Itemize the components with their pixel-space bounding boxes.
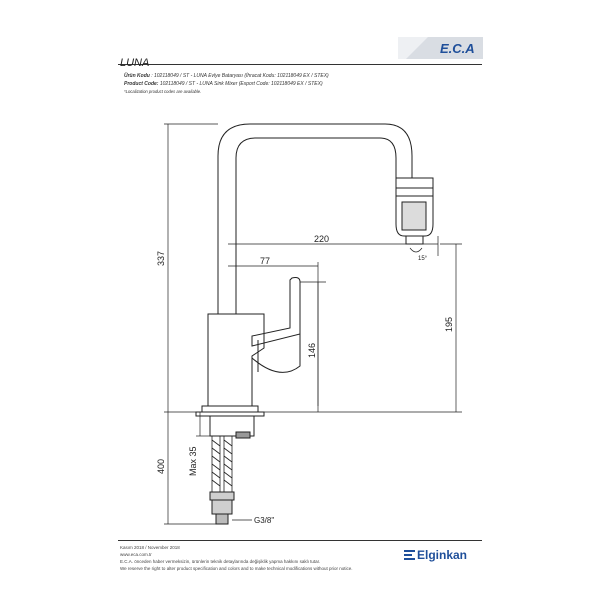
dim-label-195: 195: [444, 317, 454, 332]
dim-label-thread: G3/8": [254, 516, 274, 525]
elginkan-logo: Elginkan: [404, 548, 467, 562]
hose-fitting: [211, 499, 233, 515]
dim-label-146: 146: [307, 343, 317, 358]
footer-tr-note: E.C.A. önceden haber vermeksizin, ürünle…: [120, 559, 321, 564]
dim-label-77: 77: [260, 256, 270, 266]
dim-195: [326, 243, 462, 413]
logo-text: E.C.A: [440, 41, 475, 56]
info-value-tr: : 102118049 / ST - LUNA Evlye Bataryası …: [151, 73, 329, 79]
spray-head: [395, 177, 434, 237]
dim-label-220: 220: [314, 234, 329, 244]
dim-400: [164, 412, 216, 525]
base-plate: [201, 405, 259, 413]
dim-146: [264, 281, 326, 413]
footer-date: Kasım 2018 / November 2018: [120, 545, 180, 550]
info-note: *Localization product codes are availabl…: [124, 89, 202, 94]
technical-drawing: 337 400 Max 35 220 77 146 195 15° G3/8": [156, 123, 462, 525]
lever: [251, 277, 301, 347]
hose-nut: [209, 491, 235, 501]
mixer-body: [207, 313, 265, 407]
angle-arc: [409, 247, 423, 253]
dim-label-400: 400: [156, 459, 166, 474]
flexible-hoses: [211, 435, 233, 493]
dim-337: [164, 123, 218, 413]
info-value-en: 102118049 / ST - LUNA Sink Mixer (Export…: [159, 81, 323, 87]
info-line-tr: Ürün Kodu : 102118049 / ST - LUNA Evlye …: [124, 73, 329, 79]
product-title: LUNA: [120, 57, 150, 69]
dim-label-angle: 15°: [418, 256, 428, 262]
elginkan-mark-icon: [404, 550, 415, 560]
brand-name: Elginkan: [417, 548, 468, 562]
dim-77: [228, 262, 319, 406]
footer-en-note: We reserve the right to alter product sp…: [120, 566, 353, 571]
header-rule: [118, 64, 482, 65]
info-label-tr: Ürün Kodu: [124, 73, 150, 79]
dim-label-337: 337: [156, 251, 166, 266]
eca-logo: E.C.A: [398, 37, 483, 59]
info-label-en: Product Code:: [124, 81, 159, 87]
dim-220: [228, 236, 439, 256]
footer-web[interactable]: www.eca.com.tr: [120, 552, 152, 557]
dim-label-max35: Max 35: [188, 446, 198, 476]
info-line-en: Product Code: 102118049 / ST - LUNA Sink…: [124, 81, 323, 87]
spray-shade: [401, 201, 427, 231]
footer-rule: [118, 540, 482, 541]
spout-outline: [217, 123, 413, 214]
spout-inner: [235, 137, 397, 214]
dim-max35: [196, 412, 210, 437]
